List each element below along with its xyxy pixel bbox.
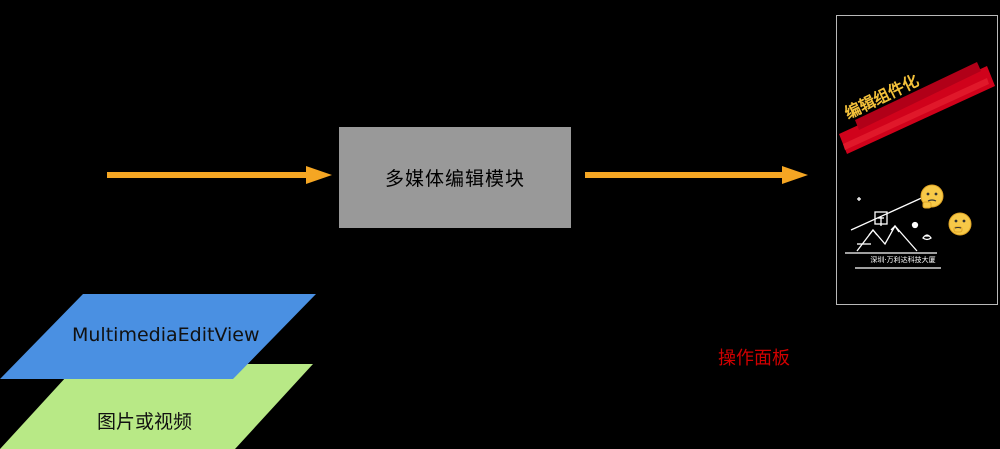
module-label: 多媒体编辑模块 bbox=[384, 168, 525, 190]
layer-top-label: MultimediaEditView bbox=[72, 324, 260, 346]
layer-image-or-video bbox=[0, 364, 313, 449]
phone-preview: 编辑组件化 深圳·万利达科技大厦 bbox=[836, 15, 998, 305]
input-arrow bbox=[107, 166, 332, 184]
thinking-emoji-icon bbox=[920, 184, 944, 209]
operation-panel-label: 操作面板 bbox=[718, 348, 790, 369]
location-caption: 深圳·万利达科技大厦 bbox=[870, 256, 936, 264]
layer-multimedia-edit-view bbox=[0, 294, 316, 379]
shushing-emoji-icon bbox=[948, 212, 972, 236]
layer-bottom-label: 图片或视频 bbox=[97, 411, 193, 433]
brush-stroke bbox=[839, 62, 995, 154]
phone-artwork bbox=[839, 62, 995, 269]
output-arrow bbox=[585, 166, 808, 184]
multimedia-edit-module: 多媒体编辑模块 bbox=[339, 127, 571, 228]
